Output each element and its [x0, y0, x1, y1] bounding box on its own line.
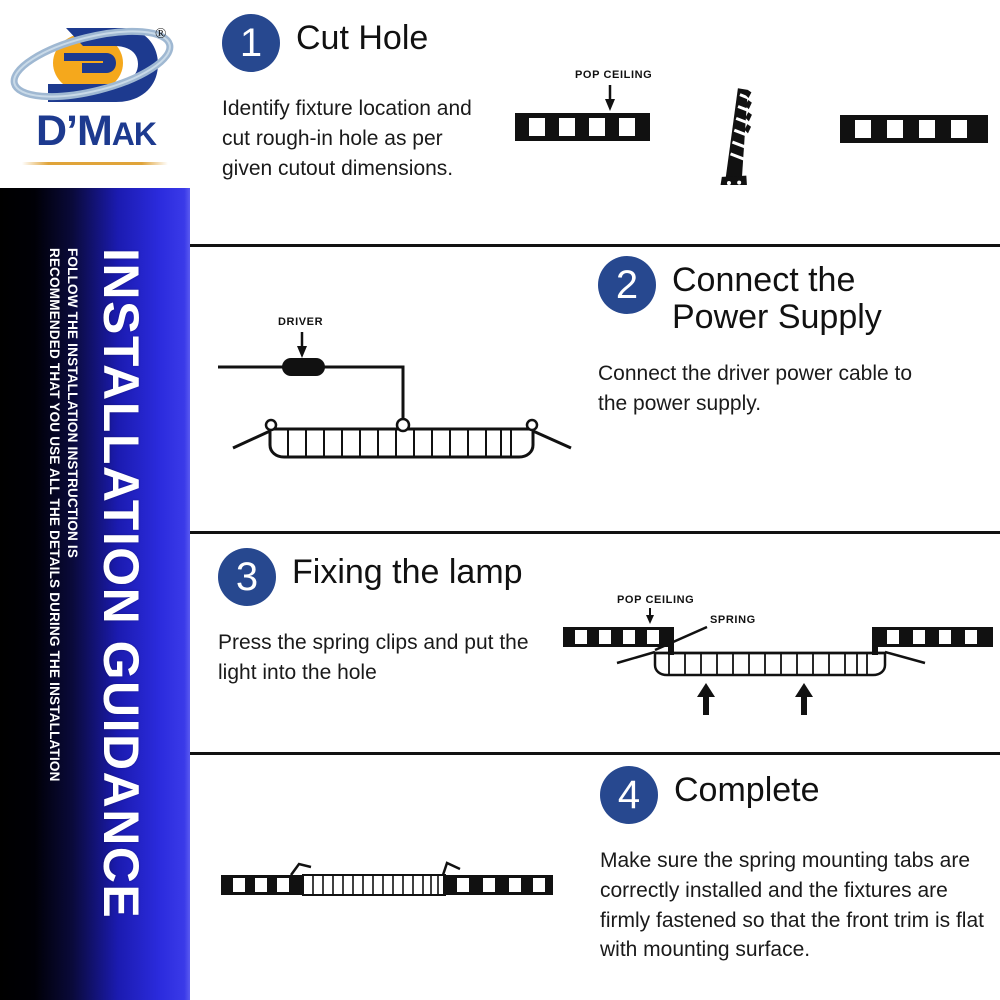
sidebar-title: INSTALLATION GUIDANCE: [93, 248, 149, 920]
spring-tab-left: [289, 862, 312, 876]
completed-install-diagram: [221, 861, 553, 896]
step-1-title: Cut Hole: [296, 19, 429, 57]
step-3-header: 3 Fixing the lamp: [218, 548, 548, 606]
step-2-title-line2: Power Supply: [672, 298, 882, 337]
spring-tab-right: [441, 861, 461, 876]
ceiling-bar-right-3: [872, 627, 993, 655]
step-3-title: Fixing the lamp: [292, 553, 523, 591]
power-cable: [218, 365, 405, 423]
pivot-right: [525, 418, 539, 432]
step-1: 1 Cut Hole Identify fixture location and…: [222, 14, 492, 183]
driver-wiring-diagram: DRIVER: [218, 316, 572, 459]
step-2-number-badge: 2: [598, 256, 656, 314]
spring-arm-left-3: [616, 650, 656, 665]
dmak-logo-mark: [10, 27, 174, 102]
brand-underline: [22, 162, 168, 165]
cut-hole-diagram: POP CEILING: [515, 69, 988, 185]
driver-label: DRIVER: [278, 316, 323, 328]
section-divider-2: [190, 531, 1000, 534]
registered-trademark-icon: ®: [155, 26, 167, 42]
push-up-arrow-1: [697, 683, 715, 715]
spring-clip-diagram: POP CEILING SPRING: [563, 594, 993, 715]
ceiling-bar-right-4: [443, 875, 553, 895]
logo-orbit-ring-highlight: [13, 30, 171, 98]
brand-wordmark: D’MAK: [10, 110, 182, 153]
section-divider-1: [190, 244, 1000, 247]
logo-inner-bar: [64, 53, 116, 73]
push-up-arrow-2: [795, 683, 813, 715]
step-1-header: 1 Cut Hole: [222, 14, 492, 72]
step-2-title-line1: Connect the: [672, 261, 856, 299]
ceiling-bar-right: [840, 115, 988, 143]
step-2-body: Connect the driver power cable to the po…: [598, 361, 913, 415]
spring-arm-right: [532, 429, 572, 450]
brand-wordmark-small: AK: [111, 116, 157, 152]
section-divider-3: [190, 752, 1000, 755]
spring-label: SPRING: [710, 614, 756, 626]
spring-arm-right-3: [884, 650, 926, 665]
step-4: 4 Complete Make sure the spring mounting…: [600, 766, 995, 965]
step-1-body: Identify fixture location and cut rough-…: [222, 97, 472, 180]
pop-ceiling-label-1: POP CEILING: [575, 69, 652, 81]
ceiling-bar-left-3: [563, 627, 674, 655]
driver-arrow-head: [297, 346, 307, 358]
ceiling-bar-left-4: [221, 875, 303, 895]
pivot-center: [395, 417, 411, 433]
step-3: 3 Fixing the lamp Press the spring clips…: [218, 548, 548, 688]
step-4-title: Complete: [674, 771, 820, 809]
saw-icon: [719, 88, 753, 185]
panel-light-inserted: [616, 650, 926, 677]
step-4-number-badge: 4: [600, 766, 658, 824]
brand-wordmark-lead: D’M: [35, 107, 113, 155]
pivot-left: [264, 418, 278, 432]
sidebar-banner: INSTALLATION GUIDANCE FOLLOW THE INSTALL…: [0, 188, 190, 1000]
panel-light: [232, 417, 572, 459]
brand-logo: ® D’MAK: [0, 0, 190, 188]
pop-ceiling-arrow-head: [605, 99, 615, 111]
pop-ceiling-arrow-head-2: [646, 615, 654, 624]
driver-body: [282, 358, 325, 376]
spring-arm-left: [232, 429, 271, 450]
step-1-number-badge: 1: [222, 14, 280, 72]
sidebar-subtitle-line2: RECOMMENDED THAT YOU USE ALL THE DETAILS…: [47, 248, 62, 782]
pop-ceiling-label-2: POP CEILING: [617, 594, 694, 606]
flush-panel: [302, 874, 446, 896]
step-4-header: 4 Complete: [600, 766, 995, 824]
ceiling-bar-left: [515, 113, 650, 141]
step-3-number-badge: 3: [218, 548, 276, 606]
step-4-body: Make sure the spring mounting tabs are c…: [600, 849, 984, 962]
sidebar-subtitle-line1: FOLLOW THE INSTALLATION INSTRUCTION IS: [65, 248, 80, 559]
step-3-body: Press the spring clips and put the light…: [218, 631, 529, 684]
